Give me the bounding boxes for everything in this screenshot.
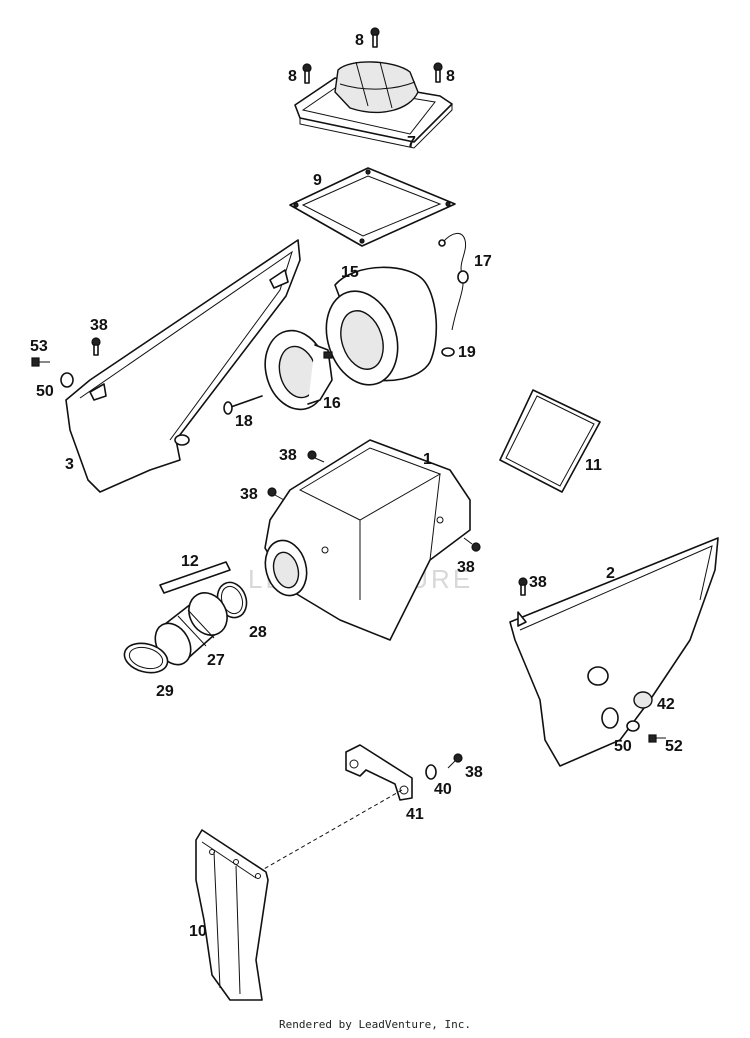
callout-2: 2 xyxy=(606,565,615,582)
mud-flap-10 xyxy=(195,829,269,1001)
sensor-17 xyxy=(438,233,469,331)
footer-credit: Rendered by LeadVenture, Inc. xyxy=(278,1018,472,1031)
callout-27: 27 xyxy=(207,652,225,669)
callout-38: 38 xyxy=(457,559,475,576)
callout-16: 16 xyxy=(323,395,341,412)
pin-18 xyxy=(223,395,263,415)
callout-9: 9 xyxy=(313,172,322,189)
bolt-38-right xyxy=(518,577,528,596)
bolt-38-airbox-left xyxy=(267,487,285,501)
washer-50-left xyxy=(60,372,74,388)
callout-38: 38 xyxy=(529,574,547,591)
callout-50: 50 xyxy=(36,383,54,400)
callout-17: 17 xyxy=(474,253,492,270)
callout-11: 11 xyxy=(585,457,602,474)
washer-50-right xyxy=(626,720,640,732)
callout-3: 3 xyxy=(65,456,74,473)
callout-19: 19 xyxy=(458,344,476,361)
bolt-38-airbox-top xyxy=(307,450,325,463)
callout-40: 40 xyxy=(434,781,452,798)
callout-38: 38 xyxy=(240,486,258,503)
grommet-42 xyxy=(633,691,653,709)
side-cover-right-2 xyxy=(509,537,719,767)
callout-42: 42 xyxy=(657,696,675,713)
callout-38: 38 xyxy=(279,447,297,464)
airbox-1 xyxy=(264,439,471,641)
filter-cage-16 xyxy=(264,329,333,411)
callout-12: 12 xyxy=(181,553,199,570)
hose-12 xyxy=(159,561,231,594)
washer-40 xyxy=(425,764,437,780)
bolt-52 xyxy=(648,734,666,743)
bolt-38-left xyxy=(91,337,101,356)
callout-52: 52 xyxy=(665,738,683,755)
nut-19 xyxy=(441,347,455,357)
callout-28: 28 xyxy=(249,624,267,641)
callout-10: 10 xyxy=(189,923,207,940)
callout-8: 8 xyxy=(446,68,455,85)
bolt-53 xyxy=(31,357,50,367)
callout-38: 38 xyxy=(90,317,108,334)
bolt-38-airbox-right xyxy=(463,537,481,552)
bracket-41 xyxy=(345,744,413,801)
screw-8-top xyxy=(370,27,380,48)
callout-53: 53 xyxy=(30,338,48,355)
callout-7: 7 xyxy=(407,134,416,151)
callout-18: 18 xyxy=(235,413,253,430)
gasket-9 xyxy=(289,167,456,247)
bolt-38-bracket xyxy=(447,753,463,769)
airbox-lid-7 xyxy=(294,61,453,149)
callout-50: 50 xyxy=(614,738,632,755)
callout-15: 15 xyxy=(341,264,359,281)
callout-29: 29 xyxy=(156,683,174,700)
screw-8-right xyxy=(433,62,443,83)
side-cover-left-3 xyxy=(65,239,301,493)
callout-8: 8 xyxy=(288,68,297,85)
screw-8-left xyxy=(302,63,312,84)
callout-8: 8 xyxy=(355,32,364,49)
filter-pad-11 xyxy=(499,389,601,493)
assembly-line xyxy=(261,789,403,871)
clamp-29 xyxy=(123,642,169,674)
callout-38: 38 xyxy=(465,764,483,781)
callout-1: 1 xyxy=(423,451,432,468)
callout-41: 41 xyxy=(406,806,424,823)
filter-element-15 xyxy=(325,266,438,386)
